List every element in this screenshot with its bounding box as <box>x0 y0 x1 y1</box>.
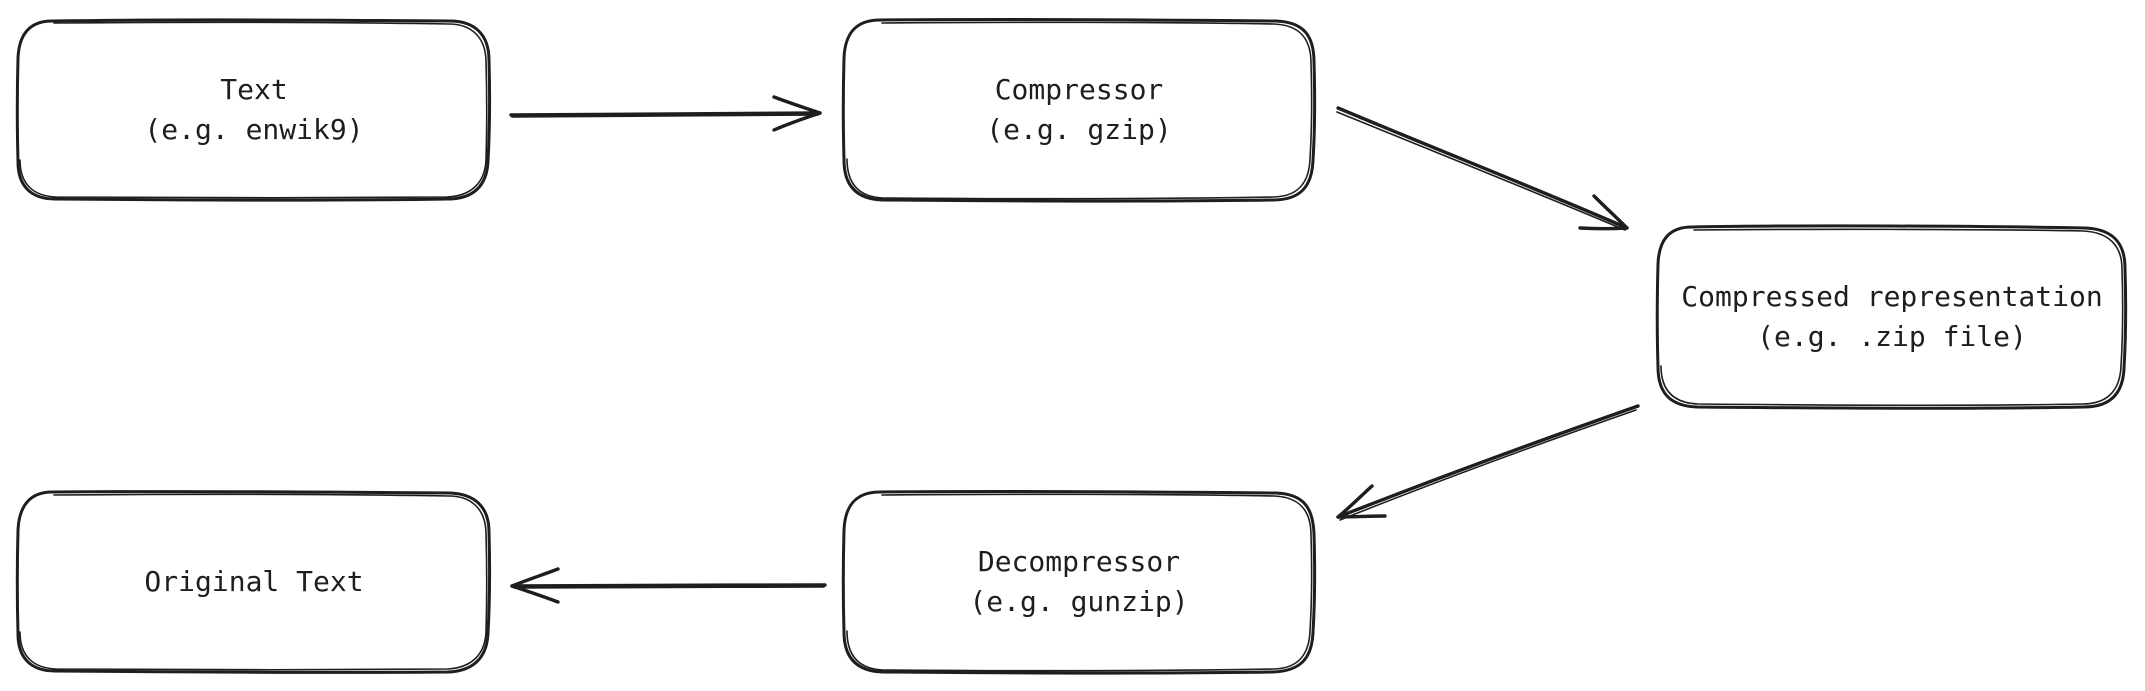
node-original-text-title: Original Text <box>144 565 364 598</box>
box-text <box>15 18 492 202</box>
node-text: Text (e.g. enwik9) <box>20 22 488 198</box>
node-decompressor-example: (e.g. gunzip) <box>969 585 1189 618</box>
node-compressor-title: Compressor <box>994 73 1164 106</box>
box-original-text <box>15 490 492 674</box>
node-compressed-title: Compressed representation <box>1681 280 2103 313</box>
node-decompressor-title: Decompressor <box>977 545 1181 578</box>
box-compressor <box>841 18 1317 203</box>
arrow-text-to-compressor <box>509 95 822 132</box>
node-compressor-example: (e.g. gzip) <box>986 113 1172 146</box>
arrow-compressed-to-decompressor <box>1336 404 1640 521</box>
arrow-decompressor-to-original <box>510 567 827 604</box>
box-decompressor <box>841 490 1317 675</box>
node-text-example: (e.g. enwik9) <box>144 113 364 146</box>
arrow-compressor-to-compressed <box>1336 106 1629 231</box>
node-compressed-example: (e.g. .zip file) <box>1757 320 2027 353</box>
box-compressed <box>1655 224 2128 410</box>
node-decompressor: Decompressor (e.g. gunzip) <box>846 494 1312 670</box>
node-text-title: Text <box>220 73 288 106</box>
node-original-text: Original Text <box>20 494 488 670</box>
node-compressed: Compressed representation (e.g. .zip fil… <box>1660 229 2124 405</box>
node-compressor: Compressor (e.g. gzip) <box>846 22 1312 198</box>
